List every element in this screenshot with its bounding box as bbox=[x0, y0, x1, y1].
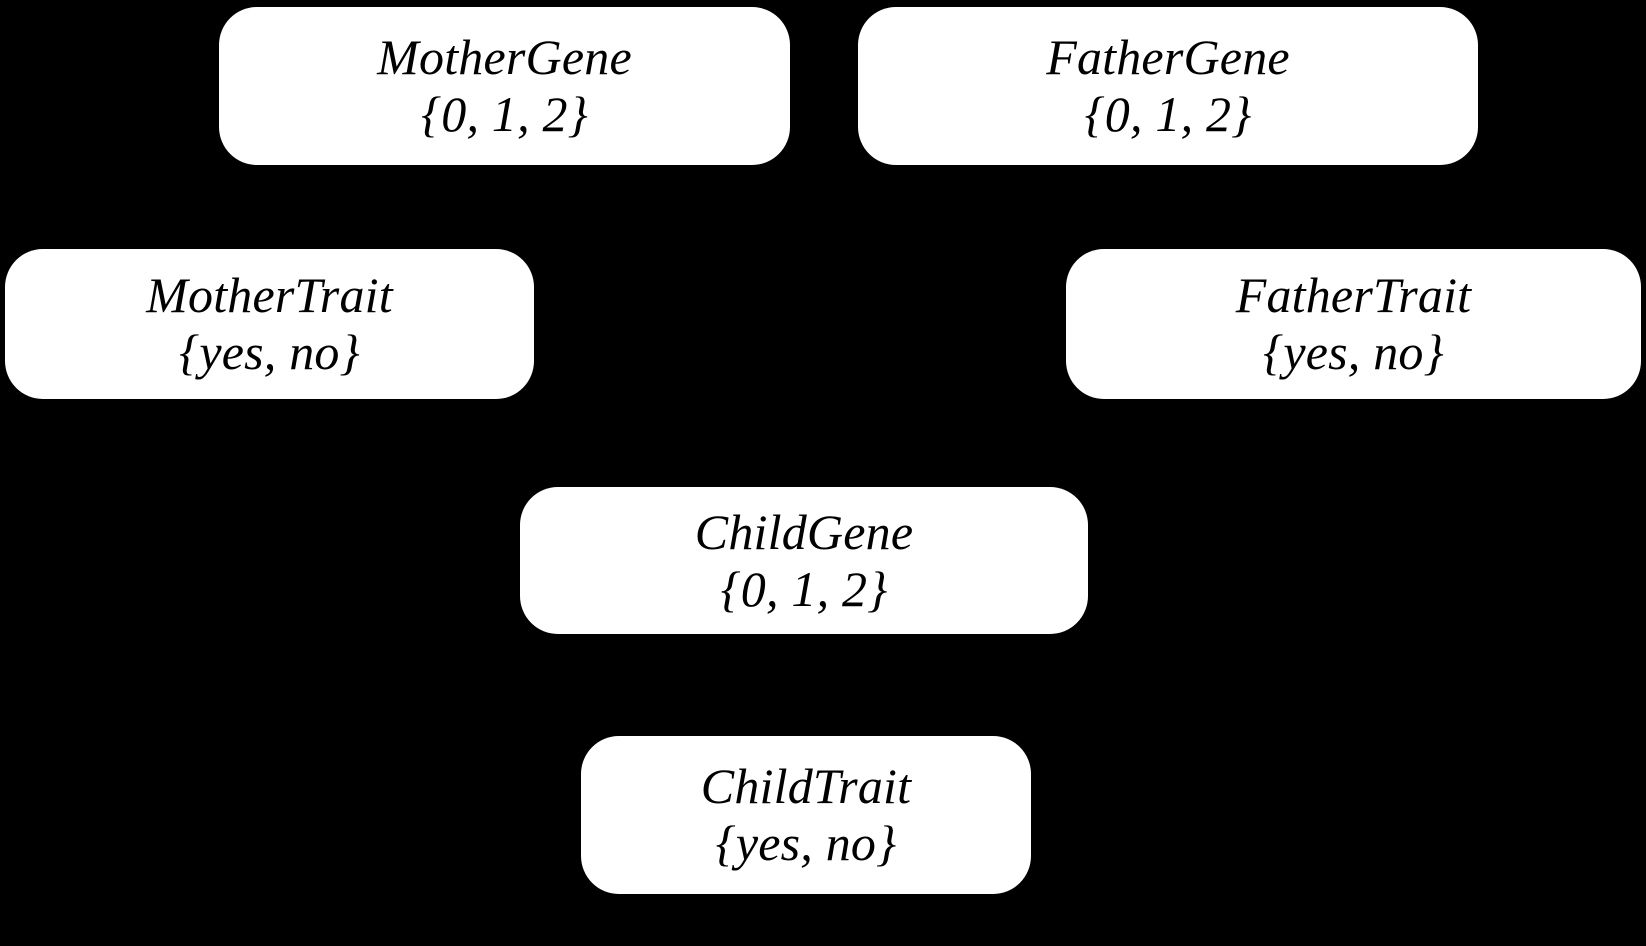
node-father-gene-domain: {0, 1, 2} bbox=[1084, 86, 1252, 142]
node-mother-trait-domain: {yes, no} bbox=[179, 324, 360, 380]
node-father-trait-domain: {yes, no} bbox=[1263, 324, 1444, 380]
node-child-trait-label: ChildTrait bbox=[700, 758, 912, 814]
node-father-trait-label: FatherTrait bbox=[1235, 267, 1472, 323]
node-mother-gene-domain: {0, 1, 2} bbox=[421, 86, 588, 142]
edge-mother-gene-to-child-gene bbox=[558, 164, 722, 488]
node-mother-gene[interactable]: MotherGene {0, 1, 2} bbox=[219, 7, 790, 165]
node-child-gene-domain: {0, 1, 2} bbox=[720, 560, 888, 617]
node-father-gene[interactable]: FatherGene {0, 1, 2} bbox=[858, 7, 1478, 165]
node-child-gene[interactable]: ChildGene {0, 1, 2} bbox=[520, 487, 1088, 634]
node-child-trait-domain: {yes, no} bbox=[715, 815, 897, 871]
node-mother-trait-label: MotherTrait bbox=[146, 267, 393, 323]
node-child-trait[interactable]: ChildTrait {yes, no} bbox=[581, 736, 1031, 894]
node-father-trait[interactable]: FatherTrait {yes, no} bbox=[1066, 249, 1641, 399]
node-child-gene-label: ChildGene bbox=[694, 503, 914, 560]
edge-father-gene-to-child-gene bbox=[898, 164, 1062, 488]
node-father-gene-label: FatherGene bbox=[1046, 29, 1290, 85]
node-mother-trait[interactable]: MotherTrait {yes, no} bbox=[5, 249, 534, 399]
edge-father-gene-to-father-trait bbox=[1229, 163, 1331, 251]
node-mother-gene-label: MotherGene bbox=[377, 29, 632, 85]
edge-mother-gene-to-mother-trait bbox=[299, 163, 401, 251]
